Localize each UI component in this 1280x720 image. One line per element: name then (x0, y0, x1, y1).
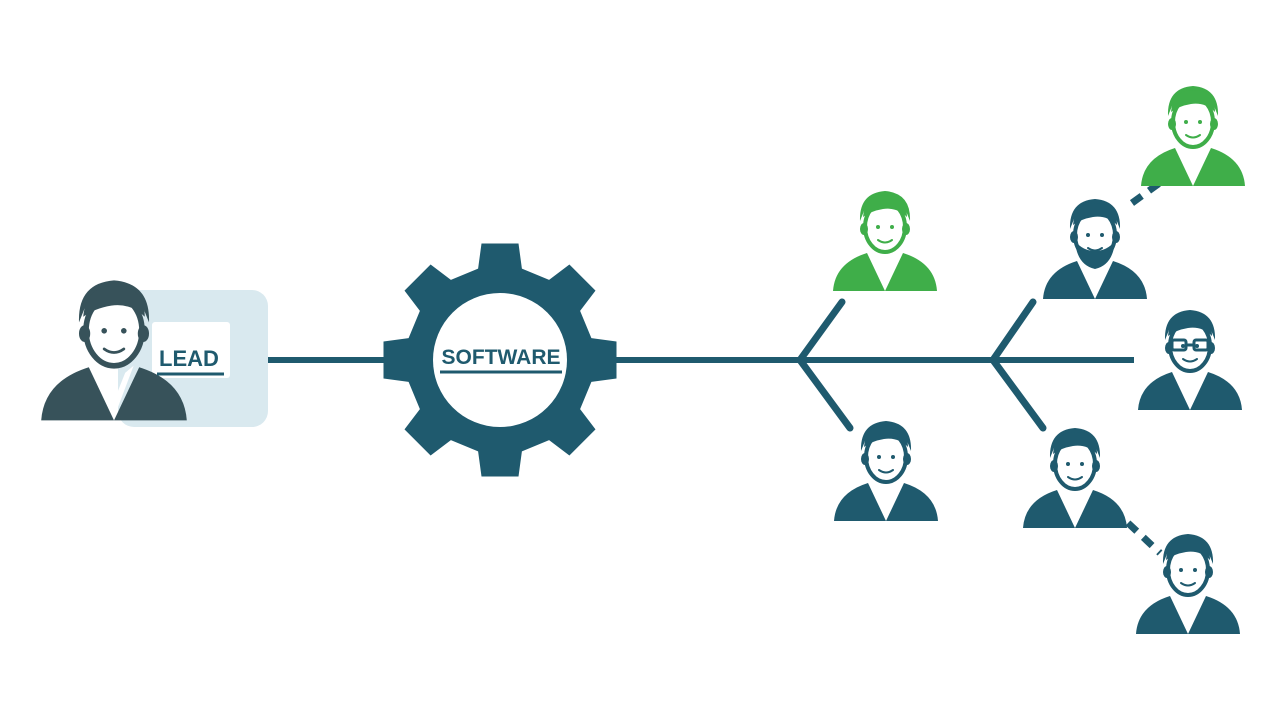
software-label: SOFTWARE (442, 346, 561, 369)
dashed-connector-top (1129, 174, 1171, 206)
recipient-lower-inner-person-icon (832, 419, 940, 523)
lead-card-inner (152, 322, 230, 378)
lead-label: LEAD (159, 346, 219, 371)
inner-branch (796, 298, 854, 432)
dashed-connector-bottom (1125, 520, 1163, 556)
recipient-glasses-person-icon (1136, 308, 1244, 412)
outer-branch (989, 298, 1047, 432)
recipient-bottom-right-person-icon (1134, 532, 1242, 636)
recipient-lower-middle-person-icon (1021, 426, 1129, 530)
recipient-bearded-person-icon (1041, 197, 1149, 301)
recipient-top-right-person-icon (1139, 84, 1247, 188)
software-gear-icon (383, 243, 617, 477)
recipient-upper-inner-person-icon (831, 189, 939, 293)
